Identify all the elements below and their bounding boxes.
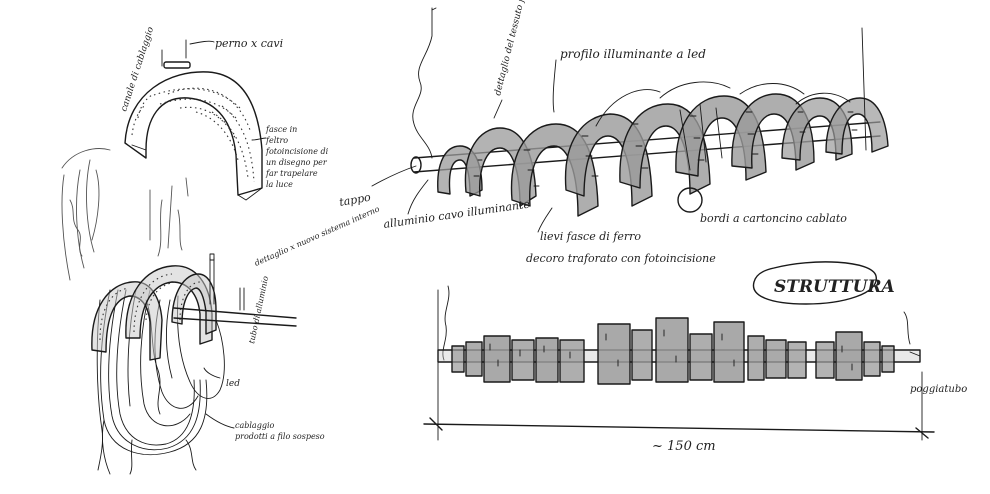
label-tubo: tubo di alluminio xyxy=(247,275,270,344)
cluster-drawing xyxy=(91,253,297,475)
label-tappo: tappo xyxy=(338,191,372,209)
label-bordi: bordi a cartoncino cablato xyxy=(700,212,847,225)
ghost-fiber-drawing xyxy=(61,148,189,281)
label-perno: perno x cavi xyxy=(215,37,283,50)
title-struttura: STRUTTURA xyxy=(774,277,895,297)
elevation-drawing xyxy=(437,285,921,385)
arch-detail-drawing xyxy=(124,39,263,201)
dimension-line xyxy=(423,289,935,441)
tunnel-drawing xyxy=(410,7,889,217)
label-dettaglio-nuovo: dettaglio x nuovo sistema interno xyxy=(253,204,381,268)
label-dettaglio-tessuto: dettaglio del tessuto forato xyxy=(493,0,533,97)
label-cablaggio: cablaggio prodotti a filo sospeso xyxy=(235,421,325,441)
label-alluminio: alluminio cavo illuminante xyxy=(383,197,532,230)
label-poggiatubo: poggiatubo xyxy=(910,384,967,395)
title-box: STRUTTURA xyxy=(752,261,895,305)
label-decoro: decoro traforato con fotoincisione xyxy=(526,252,716,265)
label-profilo: profilo illuminante a led xyxy=(560,47,706,61)
label-dimension: ~ 150 cm xyxy=(652,439,716,454)
label-led: led xyxy=(226,379,240,389)
label-fasce-ferro: lievi fasce di ferro xyxy=(540,230,641,243)
label-fasce: fasce in feltro fotoincisione di un dise… xyxy=(265,125,331,189)
label-canale: canale di cablaggio xyxy=(119,25,156,113)
